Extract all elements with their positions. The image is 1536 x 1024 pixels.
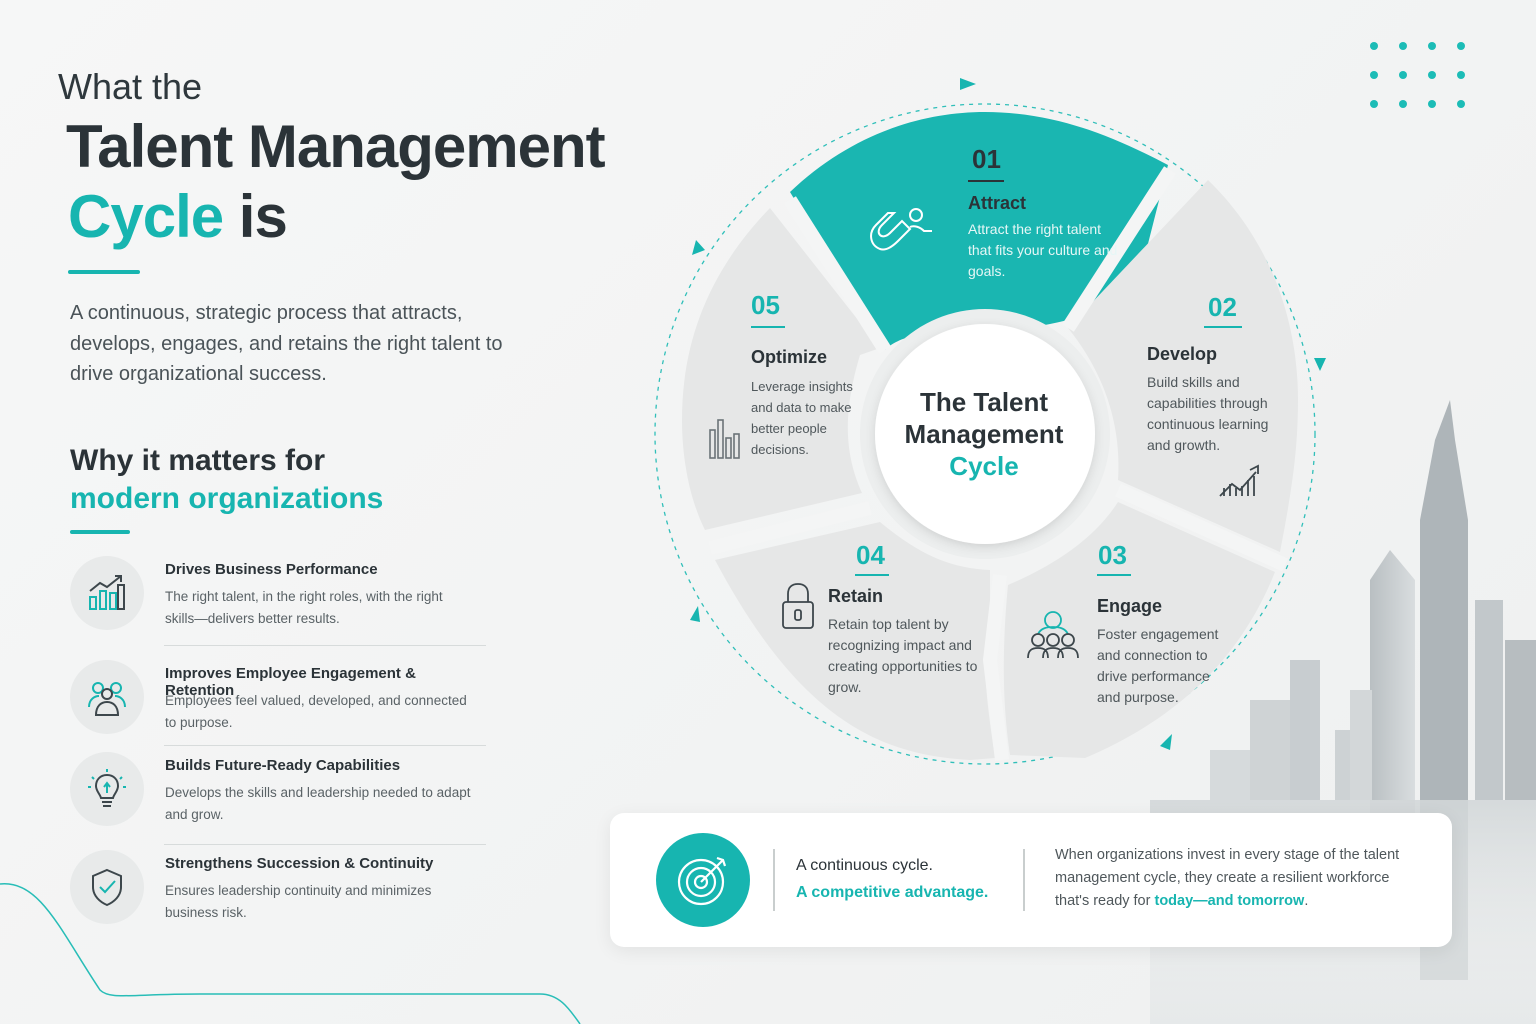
stage-title: Attract (968, 193, 1027, 213)
stage-number: 01 (972, 144, 1001, 174)
magnet-icon (870, 208, 932, 251)
heading-rest: is (223, 183, 288, 250)
benefit-desc: Ensures leadership continuity and minimi… (165, 883, 432, 920)
card-divider (773, 849, 775, 911)
segment-develop (1068, 180, 1298, 552)
card-text-accent: today—and tomorrow (1154, 893, 1305, 909)
stage-number-underline (1204, 326, 1242, 328)
benefit-item: Strengthens Succession & Continuity Ensu… (70, 850, 486, 942)
card-text: When organizations invest in every stage… (1055, 844, 1415, 913)
stage-number-underline (751, 326, 785, 328)
people-group-icon (70, 660, 144, 734)
benefit-desc: Develops the skills and leadership neede… (165, 785, 471, 822)
orbit-arrow-icon (690, 606, 700, 622)
stage-title: Optimize (751, 347, 828, 367)
heading-line1: What the (58, 66, 203, 107)
cycle-diagram (654, 78, 1326, 765)
lightbulb-icon (70, 752, 144, 826)
segment-attract (790, 112, 1168, 350)
stage-title: Develop (1147, 344, 1218, 364)
benefit-title: Drives Business Performance (165, 561, 378, 578)
summary-card: A continuous cycle. A competitive advant… (610, 813, 1452, 947)
benefit-item: Improves Employee Engagement & Retention… (70, 660, 486, 752)
orbit-arrow-icon (1314, 358, 1326, 371)
stage-title: Retain (828, 586, 884, 606)
divider (164, 745, 486, 746)
center-line1: The Talent (919, 387, 1049, 417)
why-underline (70, 530, 130, 534)
why-accent: modern organizations (70, 482, 384, 515)
stage-desc: Attract the right talent that fits your … (968, 221, 1118, 279)
decorative-curve (0, 883, 581, 1024)
stage-number-underline (855, 574, 889, 576)
stage-desc: Foster engagement and connection to driv… (1097, 626, 1219, 705)
bar-chart-icon (709, 419, 740, 459)
heading-underline (68, 270, 140, 274)
stage-desc: Leverage insights and data to make bette… (751, 379, 853, 457)
divider (164, 645, 486, 646)
center-circle (875, 324, 1095, 544)
orbit-arrow-icon (960, 78, 976, 90)
center-line2: Management (904, 419, 1064, 449)
card-text-end: . (1304, 893, 1309, 909)
target-icon (656, 833, 750, 927)
benefit-item: Builds Future-Ready Capabilities Develop… (70, 752, 486, 844)
stage-number: 03 (1098, 540, 1127, 570)
people-icon (1027, 611, 1079, 659)
card-line1: A continuous cycle. (796, 857, 933, 874)
card-line2: A competitive advantage. (796, 884, 989, 901)
growth-chart-icon (70, 556, 144, 630)
shield-check-icon (70, 850, 144, 924)
stage-number: 05 (751, 290, 780, 320)
benefit-title: Improves Employee Engagement & Retention (165, 665, 416, 699)
card-divider (1023, 849, 1025, 911)
benefit-title: Builds Future-Ready Capabilities (165, 757, 401, 774)
heading-line3: Cycle is (68, 182, 288, 251)
benefit-desc: Employees feel valued, developed, and co… (165, 693, 467, 730)
stage-number-underline (1097, 574, 1131, 576)
heading-accent: Cycle (68, 183, 224, 250)
center-line3: Cycle (949, 451, 1019, 481)
orbit-arrow-icon (1160, 734, 1172, 750)
stage-number: 04 (856, 540, 885, 570)
why-title: Why it matters for (70, 444, 326, 477)
lock-icon (782, 583, 814, 629)
stage-number-underline (968, 180, 1004, 182)
orbit-arrow-icon (692, 240, 705, 255)
stage-desc: Build skills and capabilities through co… (1147, 374, 1269, 453)
benefit-item: Drives Business Performance The right ta… (70, 556, 486, 648)
growth-arrow-icon (1219, 464, 1259, 497)
stage-number: 02 (1208, 292, 1237, 322)
benefit-title: Strengthens Succession & Continuity (165, 855, 434, 872)
stage-title: Engage (1097, 596, 1163, 616)
divider (164, 844, 486, 845)
intro-text: A continuous, strategic process that att… (70, 302, 503, 385)
benefit-desc: The right talent, in the right roles, wi… (165, 589, 443, 626)
segment-retain (715, 522, 995, 760)
heading-line2: Talent Management (66, 113, 606, 180)
cycle-center-title: The Talent Management Cycle (884, 386, 1084, 482)
segment-engage (1003, 502, 1275, 758)
orbit-ring (654, 103, 1316, 765)
card-text-main: When organizations invest in every stage… (1055, 847, 1400, 909)
stage-desc: Retain top talent by recognizing impact … (828, 616, 978, 695)
